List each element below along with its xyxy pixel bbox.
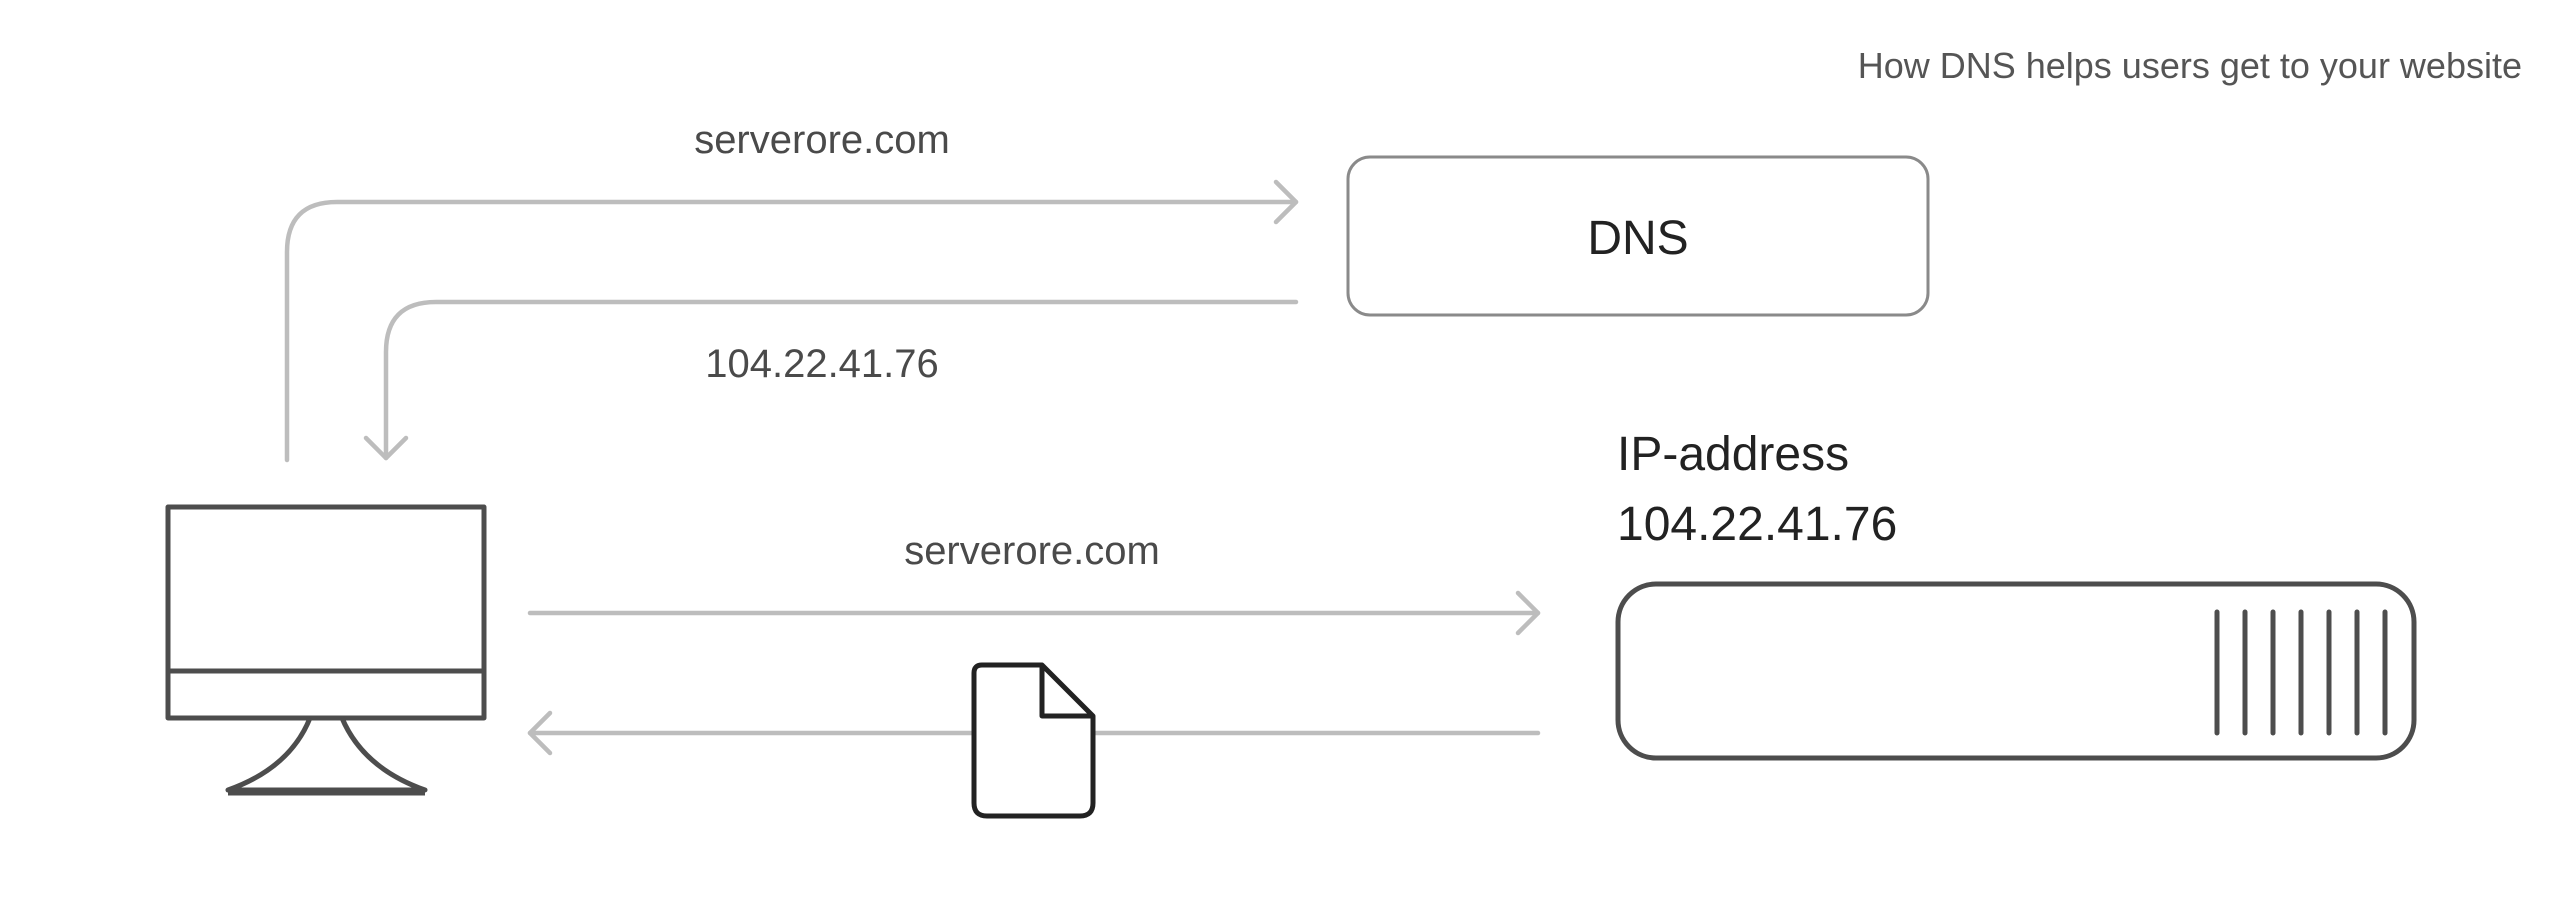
dns-request-domain-label: serverore.com — [694, 118, 950, 162]
dns-box: DNS — [1346, 155, 1930, 317]
server-request-arrow — [527, 590, 1541, 636]
document-icon — [971, 662, 1096, 819]
diagram-caption: How DNS helps users get to your website — [1858, 45, 2522, 86]
server-ip-value: 104.22.41.76 — [1617, 498, 1897, 551]
dns-box-label: DNS — [1587, 212, 1688, 265]
dns-response-ip-label: 104.22.41.76 — [705, 342, 939, 386]
computer-icon — [165, 504, 487, 796]
dns-request-arrow — [284, 179, 1299, 463]
server-ip-heading: IP-address — [1617, 428, 1849, 481]
server-icon — [1615, 581, 2417, 761]
server-request-domain-label: serverore.com — [904, 529, 1160, 573]
dns-response-arrow — [363, 299, 1299, 461]
